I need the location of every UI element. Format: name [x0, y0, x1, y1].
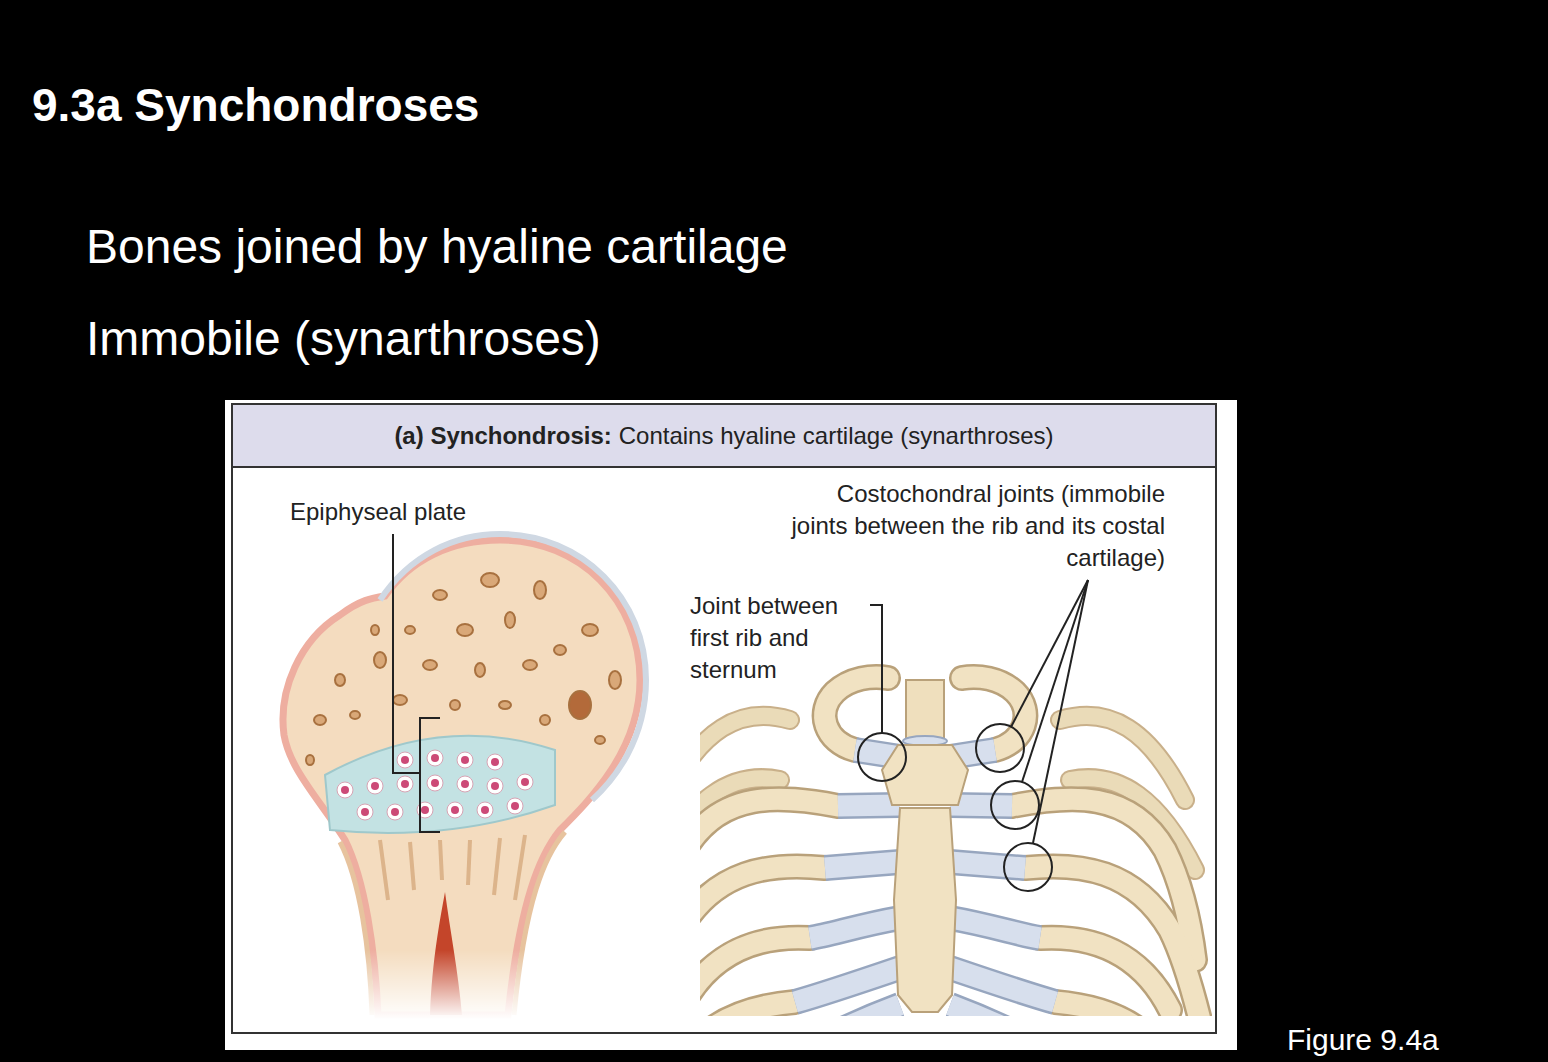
slide-title: 9.3a Synchondroses [32, 78, 479, 133]
figure-subheading: Contains hyaline cartilage (synarthroses… [619, 422, 1054, 450]
figure-caption: Figure 9.4a [1287, 1022, 1439, 1058]
bullet-text: Bones joined by hyaline cartilage [86, 218, 788, 276]
part-label: Joint between first rib and sternum [690, 590, 855, 686]
part-label: Costochondral joints (immobile joints be… [790, 478, 1165, 574]
bullet-text: Immobile (synarthroses) [86, 310, 601, 368]
figure-heading: (a) Synchondrosis: [394, 422, 611, 450]
leader-lines [393, 534, 1088, 891]
ribcage-illustration [700, 677, 1200, 1016]
part-label: Epiphyseal plate [290, 498, 466, 527]
humerus-illustration [270, 534, 646, 1020]
figure-header-band: (a) Synchondrosis: Contains hyaline carti… [233, 405, 1215, 468]
